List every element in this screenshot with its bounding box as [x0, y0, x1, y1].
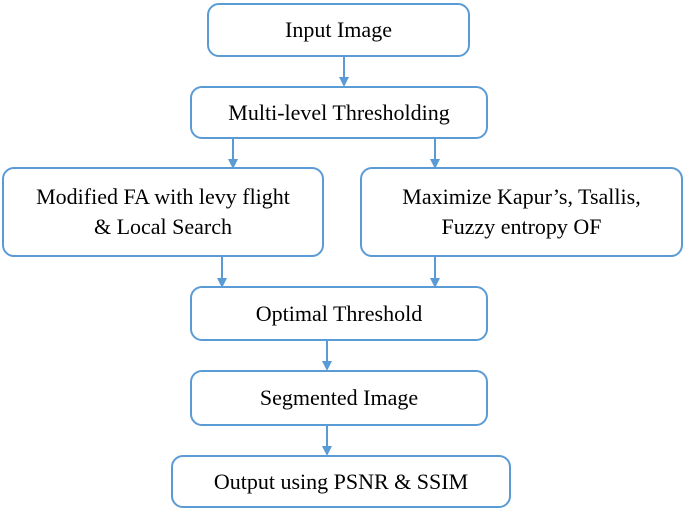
node-modified-fa-label: Modified FA with levy flight & Local Sea…: [36, 184, 290, 239]
node-segmented-image-label: Segmented Image: [259, 385, 419, 410]
node-modified-fa: Modified FA with levy flight & Local Sea…: [2, 167, 324, 257]
node-optimal-threshold-label: Optimal Threshold: [255, 300, 423, 326]
node-segmented-image: Segmented Image: [190, 370, 488, 426]
node-input-image: Input Image: [207, 3, 470, 57]
node-optimal-threshold: Optimal Threshold: [190, 286, 488, 341]
node-multilevel-thresholding-label: Multi-level Thresholding: [228, 99, 450, 125]
node-maximize-entropy: Maximize Kapur’s, Tsallis, Fuzzy entropy…: [360, 167, 683, 257]
node-input-image-label: Input Image: [285, 17, 392, 42]
node-output: Output using PSNR & SSIM: [171, 455, 511, 508]
node-multilevel-thresholding: Multi-level Thresholding: [190, 86, 488, 139]
node-output-label: Output using PSNR & SSIM: [213, 468, 469, 494]
node-maximize-entropy-label: Maximize Kapur’s, Tsallis, Fuzzy entropy…: [402, 184, 641, 239]
